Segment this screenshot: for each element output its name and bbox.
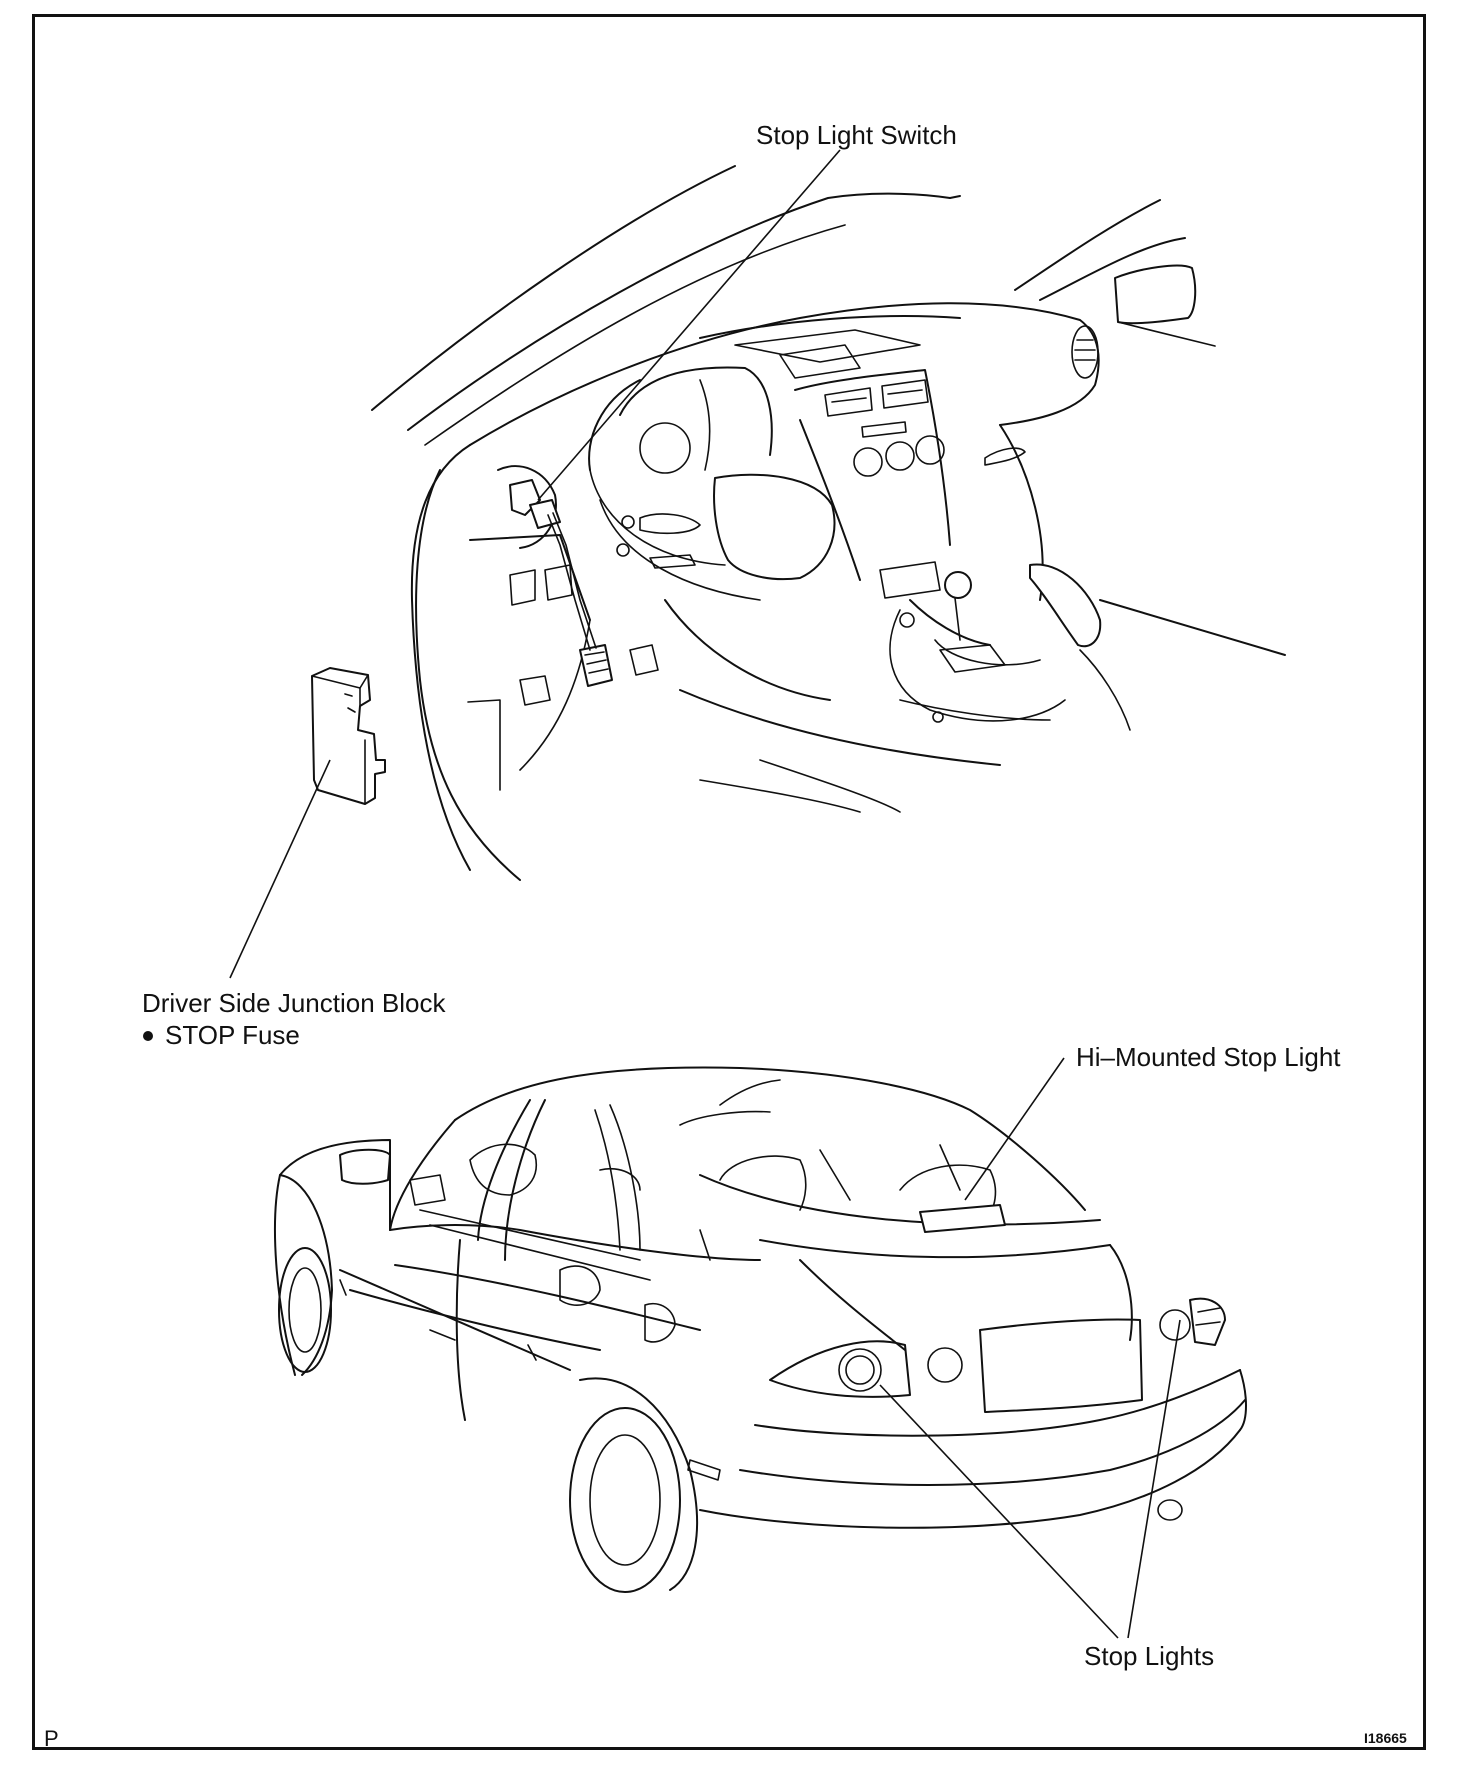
stop-lights-label: Stop Lights bbox=[1084, 1641, 1215, 1671]
hi-mounted-stop-light-label: Hi–Mounted Stop Light bbox=[1076, 1042, 1341, 1072]
leader-stop-light-switch bbox=[537, 149, 841, 501]
junction-block-illustration bbox=[311, 667, 386, 805]
junction-block-label: Driver Side Junction Block bbox=[142, 988, 446, 1018]
leader-junction-block bbox=[229, 759, 331, 979]
leader-lines bbox=[229, 149, 1181, 1639]
bullet-icon bbox=[143, 1031, 153, 1041]
figure-code: I18665 bbox=[1364, 1730, 1407, 1746]
dashboard-illustration bbox=[371, 165, 1286, 881]
leader-hi-mounted bbox=[964, 1057, 1065, 1201]
leader-stop-light-left bbox=[879, 1384, 1119, 1639]
leader-stop-light-right bbox=[1127, 1319, 1181, 1639]
corner-letter: P bbox=[44, 1726, 59, 1751]
stop-fuse-label: STOP Fuse bbox=[165, 1020, 300, 1050]
car-illustration bbox=[274, 1066, 1247, 1593]
stop-light-switch-label: Stop Light Switch bbox=[756, 120, 957, 150]
